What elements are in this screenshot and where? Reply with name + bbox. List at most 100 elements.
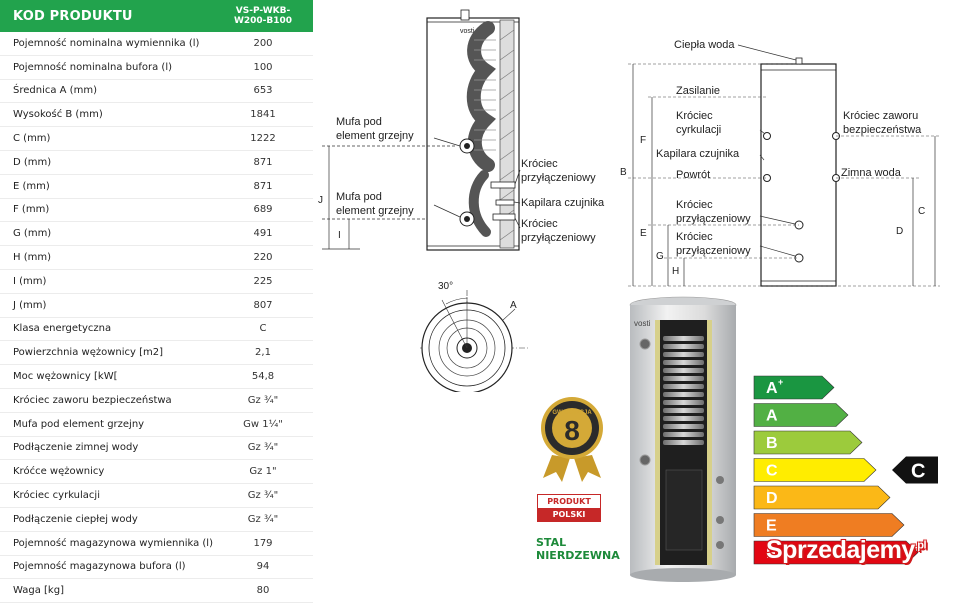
- kapilara-label: Kapilara czujnika: [521, 197, 605, 209]
- spec-name: Moc wężownicy [kW[: [13, 371, 118, 383]
- selected-class-label: C: [911, 461, 925, 483]
- spec-name: J (mm): [13, 299, 47, 311]
- dim-g: G: [656, 251, 664, 262]
- energy-arrow: [753, 430, 863, 455]
- warranty-lat: LAT: [568, 448, 577, 454]
- spec-name: Średnica A (mm): [13, 85, 97, 97]
- krociec-top-line2: przyłączeniowy: [521, 172, 596, 184]
- product-code-line1: VS-P-WKB-: [235, 6, 291, 16]
- table-row: E (mm) 871: [0, 175, 313, 199]
- zasilanie-label: Zasilanie: [676, 85, 720, 97]
- stal-nierdzewna-badge: STAL NIERDZEWNA: [536, 536, 620, 562]
- spec-value: 1222: [250, 133, 276, 145]
- table-row: Średnica A (mm) 653: [0, 80, 313, 104]
- product-brand: vosti: [634, 319, 651, 328]
- spec-name: I (mm): [13, 275, 47, 287]
- energy-arrow: [753, 513, 905, 537]
- spec-name: Klasa energetyczna: [13, 323, 112, 335]
- energy-class-label: F: [766, 545, 776, 562]
- energy-class-6: F: [753, 540, 919, 565]
- spec-name: E (mm): [13, 180, 50, 192]
- header-product-code: VS-P-WKB- W200-B100: [213, 6, 313, 26]
- table-row: Waga [kg] 80: [0, 579, 313, 603]
- energy-class-0: A+: [753, 375, 835, 400]
- spec-name: C (mm): [13, 133, 51, 145]
- table-row: I (mm)225: [0, 270, 313, 294]
- spec-value: 200: [253, 37, 273, 49]
- stal-line2: NIERDZEWNA: [536, 549, 620, 562]
- watermark-suffix: .pl: [914, 539, 927, 552]
- table-row: Pojemność magazynowa bufora (l)94: [0, 556, 313, 580]
- energy-class-label: C: [766, 463, 778, 480]
- spec-value: 491: [253, 228, 273, 240]
- spec-value: 80: [256, 585, 270, 597]
- krociec-a-line1: Króciec: [676, 199, 713, 211]
- side-tank-outline: [760, 63, 837, 287]
- spec-value: Gw 1¼": [243, 418, 283, 430]
- spec-name: Podłączenie zimnej wody: [13, 442, 139, 454]
- table-row: Pojemność nominalna bufora (l)100: [0, 56, 313, 80]
- energy-class-label: A: [766, 380, 778, 397]
- spec-value: Gz ¾": [247, 442, 279, 454]
- energy-class-5: E: [753, 513, 905, 537]
- spec-name: G (mm): [13, 228, 52, 240]
- spec-value: 871: [253, 156, 273, 168]
- coil-rings: [663, 336, 704, 445]
- spec-value: 2,1: [255, 347, 271, 359]
- dim-i-label: I: [338, 230, 341, 241]
- spec-name: Pojemność magazynowa wymiennika (l): [13, 537, 213, 549]
- spec-table: KOD PRODUKTU VS-P-WKB- W200-B100 Pojemno…: [0, 0, 313, 603]
- spec-name: Waga [kg]: [13, 585, 64, 597]
- dim-c: C: [918, 206, 925, 217]
- dim-h: H: [672, 266, 679, 277]
- spec-value: 653: [253, 85, 273, 97]
- table-row: Pojemność magazynowa wymiennika (l)179: [0, 532, 313, 556]
- krociec-top-line1: Króciec: [521, 158, 558, 170]
- insulation: [499, 19, 515, 249]
- table-row: Pojemność nominalna wymiennika (l)200: [0, 32, 313, 56]
- dim-a-label: A: [510, 300, 517, 311]
- table-row: D (mm) 871: [0, 151, 313, 175]
- energy-class-label: D: [766, 490, 778, 507]
- table-row: J (mm) 807: [0, 294, 313, 318]
- energy-class-label: E: [766, 518, 777, 535]
- spec-value: Gz 1": [249, 466, 277, 478]
- mufa-bottom-line2: element grzejny: [336, 205, 414, 217]
- table-row: Podłączenie zimnej wody Gz ¾": [0, 437, 313, 461]
- spec-name: H (mm): [13, 252, 51, 264]
- krociec-b-line1: Króciec: [676, 231, 713, 243]
- produkt-line2: POLSKI: [538, 508, 600, 521]
- spec-value: 871: [253, 180, 273, 192]
- ciepla-woda-label: Ciepła woda: [674, 39, 735, 51]
- energy-class-2: B: [753, 430, 863, 455]
- energy-class-label: A: [766, 408, 778, 425]
- spec-name: F (mm): [13, 204, 50, 216]
- product-code-line2: W200-B100: [233, 16, 293, 26]
- dim-j-label: J: [318, 195, 323, 206]
- spec-name: Powierzchnia wężownicy [m2]: [13, 347, 164, 359]
- krociec-cyrkulacji-line2: cyrkulacji: [676, 124, 721, 136]
- spec-value: Gz ¾": [247, 490, 279, 502]
- section-brand: vosti: [460, 28, 475, 35]
- warranty-badge: GWARANCJA 8 LAT: [541, 397, 603, 482]
- spec-name: D (mm): [13, 156, 52, 168]
- spec-value: 807: [253, 299, 273, 311]
- header-label: KOD PRODUKTU: [13, 8, 133, 24]
- krociec-b-line2: przyłączeniowy: [676, 245, 751, 257]
- table-row: Moc wężownicy [kW[54,8: [0, 365, 313, 389]
- angle-label: 30°: [438, 281, 453, 292]
- energy-class-sup: +: [778, 377, 783, 387]
- dim-f: F: [640, 135, 646, 146]
- warranty-word: GWARANCJA: [552, 410, 592, 416]
- table-row: C (mm) 1222: [0, 127, 313, 151]
- mufa-bottom-line1: Mufa pod: [336, 191, 382, 203]
- krociec-bottom-line1: Króciec: [521, 218, 558, 230]
- spec-name: Podłączenie ciepłej wody: [13, 513, 138, 525]
- top-view-diagram: 30° A: [420, 281, 528, 392]
- side-kapilara-label: Kapilara czujnika: [656, 148, 740, 160]
